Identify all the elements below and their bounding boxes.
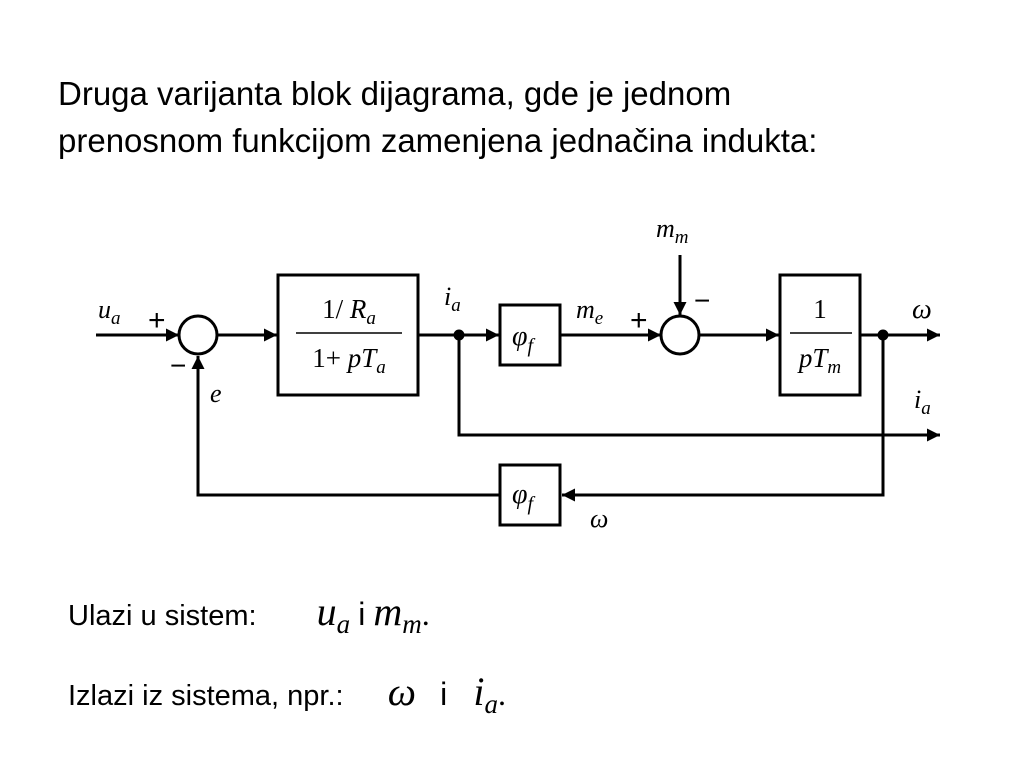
outputs-label: Izlazi iz sistema, npr.: bbox=[68, 680, 344, 712]
title-line-2: prenosnom funkcijom zamenjena jednačina … bbox=[58, 122, 818, 159]
summing-junction-1 bbox=[177, 314, 219, 356]
block2-numerator: 1 bbox=[813, 294, 827, 324]
inputs-period: . bbox=[421, 596, 430, 632]
ia-output-label: ia bbox=[914, 385, 931, 419]
input-m-symbol: m bbox=[373, 589, 403, 634]
block1-numerator: 1/ Ra bbox=[322, 294, 376, 329]
omega-feedback-line bbox=[562, 335, 885, 502]
minus-sign-2: − bbox=[694, 285, 710, 316]
title-line-1: Druga varijanta blok dijagrama, gde je j… bbox=[58, 75, 732, 112]
armature-block bbox=[276, 273, 420, 397]
block1-denominator: 1+ pTa bbox=[312, 343, 386, 378]
outputs-conjunction: i bbox=[440, 676, 448, 712]
block2-denominator: pTm bbox=[797, 343, 841, 378]
ia-output-line bbox=[457, 335, 940, 442]
slide-title: Druga varijanta blok dijagrama, gde je j… bbox=[58, 70, 998, 164]
outputs-period: . bbox=[497, 676, 506, 712]
output-i-symbol: i bbox=[473, 669, 485, 714]
input-u-subscript: a bbox=[336, 609, 351, 639]
plus-sign-2: + bbox=[630, 304, 648, 337]
plus-sign-1: + bbox=[148, 304, 166, 337]
me-label: me bbox=[576, 295, 603, 329]
input-ua-label: ua bbox=[98, 295, 121, 329]
inputs-line: Ulazi u sistem: ua i mm. bbox=[68, 588, 430, 639]
error-label: e bbox=[210, 379, 222, 408]
phi-feedback-label: φf bbox=[512, 479, 536, 515]
output-i-subscript: a bbox=[484, 689, 498, 719]
mm-input-label: mm bbox=[656, 214, 689, 248]
e-feedback-line bbox=[191, 356, 500, 497]
phi-block-label: φf bbox=[512, 321, 536, 357]
inputs-conjunction: i bbox=[358, 596, 366, 632]
ia-node-label: ia bbox=[444, 282, 461, 316]
omega-feedback-label: ω bbox=[590, 504, 608, 533]
mechanical-block bbox=[778, 273, 862, 397]
inputs-label: Ulazi u sistem: bbox=[68, 600, 257, 632]
summing-junction-2 bbox=[659, 314, 701, 356]
output-omega-symbol: ω bbox=[387, 669, 416, 714]
outputs-line: Izlazi iz sistema, npr.: ω i ia. bbox=[68, 668, 506, 719]
minus-sign-1: − bbox=[170, 350, 186, 381]
omega-output-label: ω bbox=[912, 294, 932, 325]
input-m-subscript: m bbox=[402, 609, 422, 639]
input-u-symbol: u bbox=[316, 589, 337, 634]
